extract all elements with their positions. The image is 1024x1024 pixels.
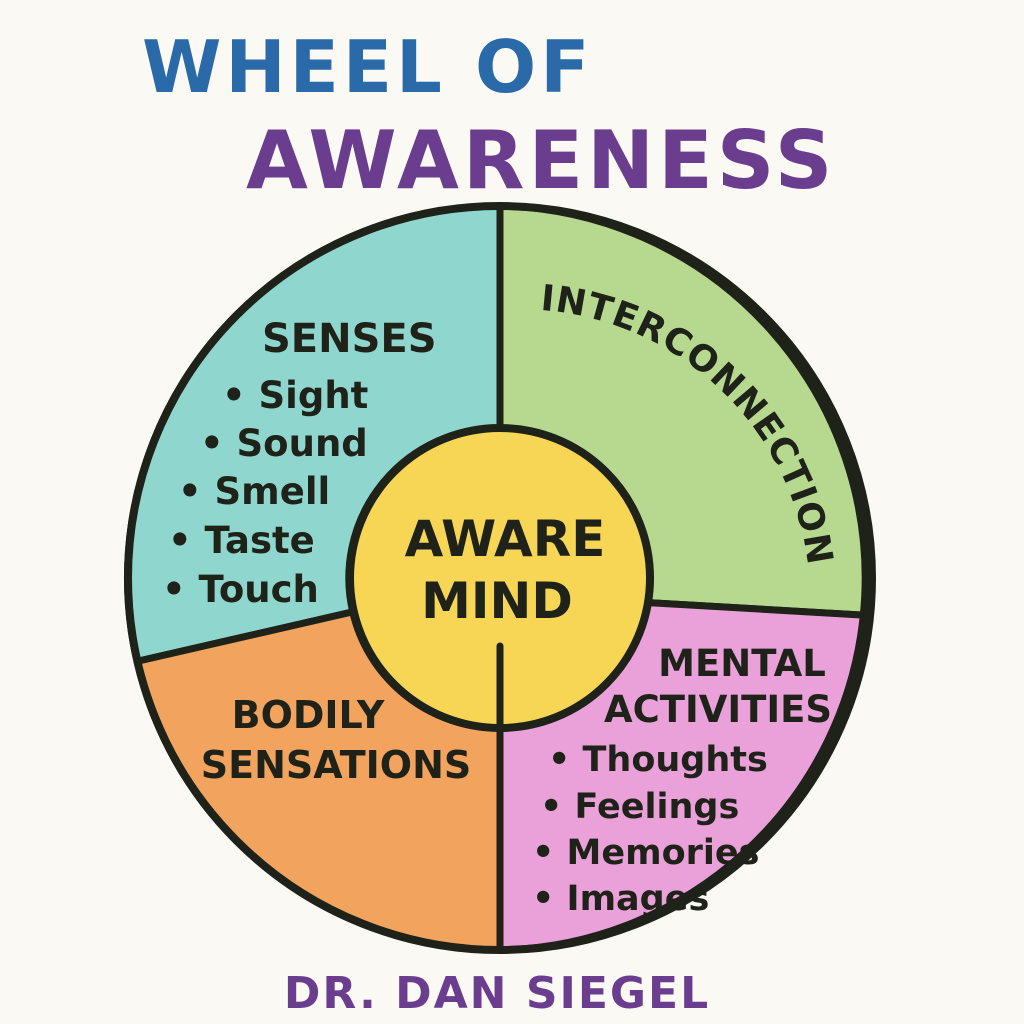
bodily-heading-line-2: SENSATIONS [201, 743, 472, 787]
senses-item-taste: • Taste [168, 519, 315, 562]
hub-label-mind: MIND [421, 572, 573, 630]
senses-item-smell: • Smell [178, 470, 330, 513]
senses-item-sight: • Sight [222, 374, 368, 417]
bodily-heading-line-1: BODILY [232, 693, 385, 737]
title-line-2: AWARENESS [246, 114, 836, 207]
senses-list: • Sight • Sound • Smell • Taste • Touch [162, 374, 368, 611]
mental-item-memories: • Memories [532, 833, 759, 873]
mental-heading-line-1: MENTAL [658, 642, 826, 685]
hub-label-aware: AWARE [405, 510, 606, 568]
senses-item-touch: • Touch [162, 568, 319, 611]
senses-item-sound: • Sound [200, 422, 368, 465]
wheel-rim [124, 202, 876, 954]
senses-heading: SENSES [262, 316, 437, 362]
mental-item-feelings: • Feelings [540, 787, 739, 827]
mental-item-images: • Images [532, 879, 709, 919]
mental-item-thoughts: • Thoughts [548, 740, 768, 780]
author-credit: DR. DAN SIEGEL [284, 968, 710, 1019]
title-line-1: WHEEL OF [142, 25, 593, 109]
mental-heading-line-2: ACTIVITIES [604, 688, 832, 731]
mental-list: • Thoughts • Feelings • Memories • Image… [532, 740, 768, 919]
